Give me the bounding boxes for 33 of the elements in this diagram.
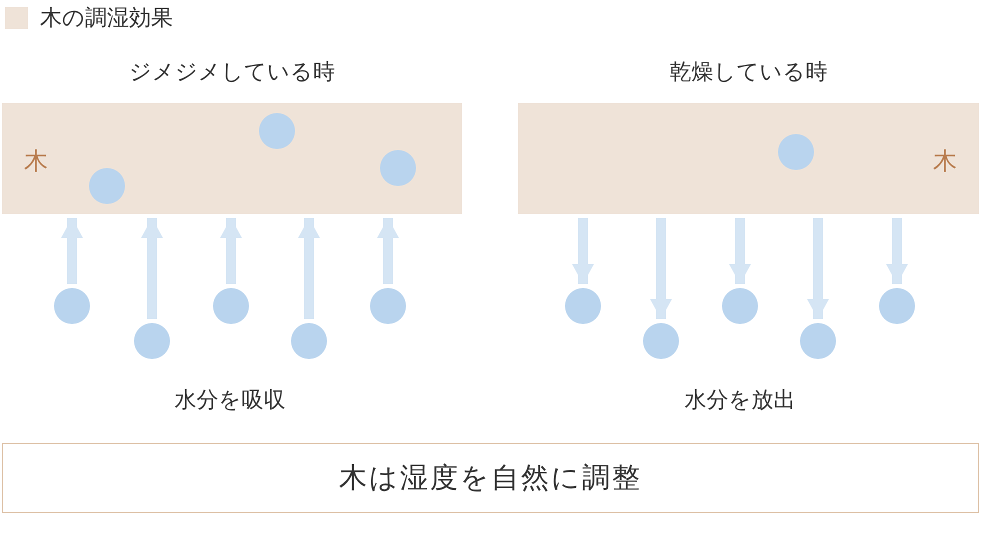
water-drop-circle [643,323,679,359]
arrow [61,218,83,284]
arrow [807,218,829,319]
arrow [729,218,751,284]
caption-label: 水分を放出 [684,387,796,415]
panel-heading: 乾燥している時 [670,60,828,85]
arrow [298,218,320,319]
water-drop-circle [879,288,915,324]
water-drop-circle [213,288,249,324]
water-drop-circle [800,323,836,359]
arrow [572,218,594,284]
arrow [650,218,672,319]
legend-text: 木の調湿効果 [40,5,173,33]
water-drop-circle [380,150,416,186]
panel-heading: ジメジメしている時 [129,60,335,85]
water-drop-circle [134,323,170,359]
water-drop-circle [722,288,758,324]
arrow [220,218,242,284]
summary-text: 木は湿度を自然に調整 [339,460,642,496]
water-drop-circle [565,288,601,324]
wood-label: 木 [933,146,957,177]
arrow [886,218,908,284]
water-drop-circle [370,288,406,324]
water-drop-circle [54,288,90,324]
water-drop-circle [291,323,327,359]
water-drop-circle [89,168,125,204]
wood-label: 木 [24,146,48,177]
caption-label: 水分を吸収 [174,387,286,415]
arrow [141,218,163,319]
summary-box [2,443,979,513]
water-drop-circle [259,113,295,149]
water-drop-circle [778,134,814,170]
arrow [377,218,399,284]
